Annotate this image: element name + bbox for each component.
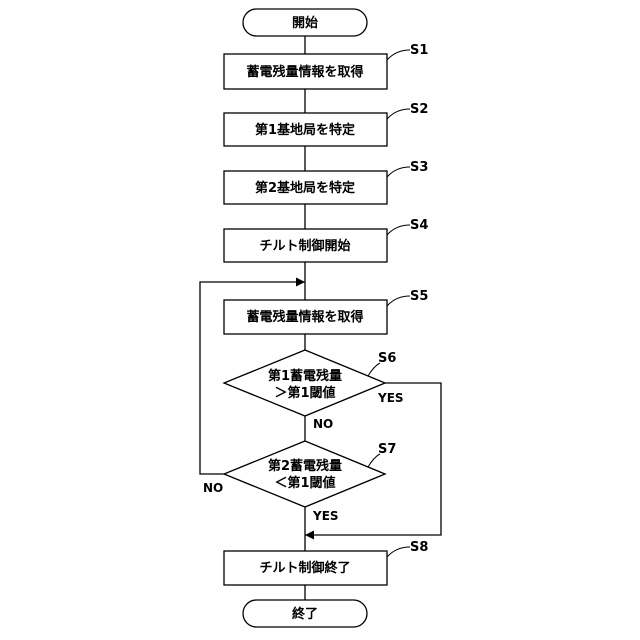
end-node: 終了: [243, 600, 367, 627]
decision-s7: 第2蓄電残量 ＜第1閾値 S7 YES NO: [203, 441, 396, 523]
decision-line2: ＜第1閾値: [274, 475, 335, 491]
step-id: S2: [410, 102, 428, 117]
step-text: 蓄電残量情報を取得: [246, 309, 363, 325]
no-label: NO: [203, 481, 223, 495]
step-id: S4: [410, 218, 428, 233]
step-s1: 蓄電残量情報を取得 S1: [224, 43, 428, 89]
step-id: S5: [410, 289, 428, 304]
step-s4: チルト制御開始 S4: [224, 218, 428, 262]
step-text: 第2基地局を特定: [255, 180, 355, 196]
start-node: 開始: [243, 9, 367, 36]
step-text: チルト制御終了: [259, 560, 350, 576]
decision-line1: 第1蓄電残量: [268, 368, 342, 384]
decision-s6: 第1蓄電残量 ＞第1閾値 S6 YES NO: [224, 350, 404, 431]
step-text: 第1基地局を特定: [255, 122, 355, 138]
step-id: S3: [410, 160, 428, 175]
step-s5: 蓄電残量情報を取得 S5: [224, 289, 428, 334]
step-id: S8: [410, 540, 428, 555]
decision-id: S6: [378, 351, 396, 366]
start-label: 開始: [292, 15, 318, 31]
decision-id: S7: [378, 442, 396, 457]
decision-line2: ＞第1閾値: [274, 385, 335, 401]
step-s3: 第2基地局を特定 S3: [224, 160, 428, 204]
yes-label: YES: [312, 509, 339, 523]
yes-label: YES: [377, 391, 404, 405]
decision-line1: 第2蓄電残量: [268, 458, 342, 474]
no-label: NO: [313, 417, 333, 431]
end-label: 終了: [292, 606, 318, 622]
step-text: チルト制御開始: [259, 238, 350, 254]
step-s8: チルト制御終了 S8: [224, 540, 428, 585]
step-text: 蓄電残量情報を取得: [246, 64, 363, 80]
step-id: S1: [410, 43, 428, 58]
step-s2: 第1基地局を特定 S2: [224, 102, 428, 146]
